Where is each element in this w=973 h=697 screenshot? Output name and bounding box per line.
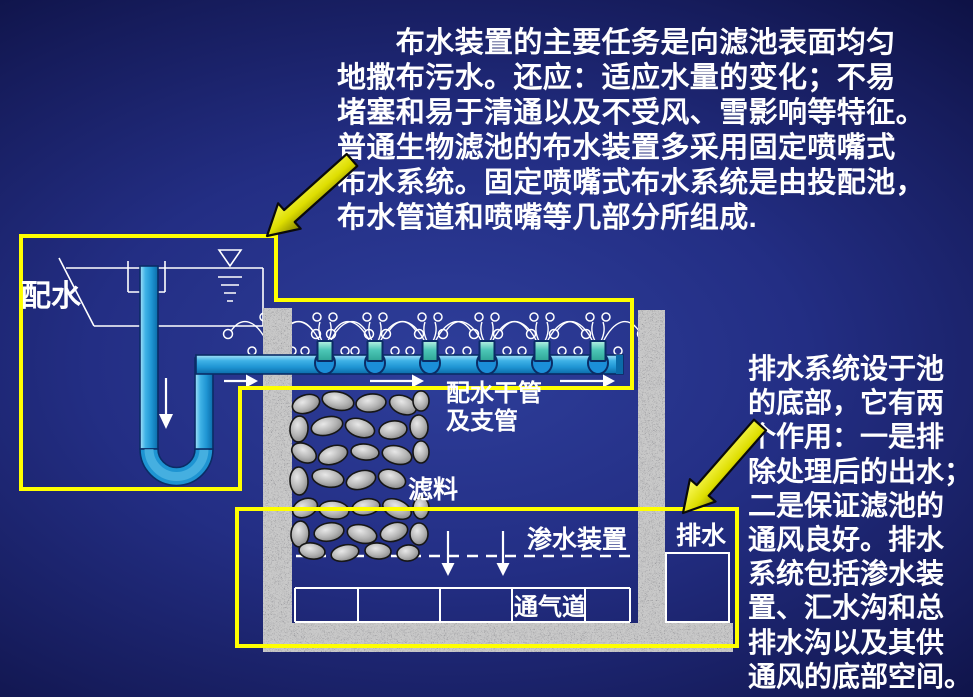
down-arrow-icon bbox=[496, 563, 510, 576]
flow-arrows bbox=[159, 374, 615, 576]
label-main-pipe-line1: 配水干管 bbox=[446, 379, 542, 407]
drainage-line: 除处理后的出水； bbox=[748, 455, 973, 487]
water-level-icon bbox=[217, 249, 243, 302]
nozzle-icon bbox=[314, 340, 336, 375]
drainage-line: 通风的底部空间。 bbox=[748, 660, 973, 692]
drainage-line: 排水系统设于池 bbox=[748, 353, 945, 384]
right-arrow-icon bbox=[246, 374, 258, 388]
nozzle-icon bbox=[364, 340, 386, 375]
highlight-outline-drainage-system bbox=[235, 507, 739, 648]
nozzle-icon bbox=[476, 340, 498, 375]
distribution-main-pipe bbox=[195, 354, 624, 375]
drainage-paragraph: 排水系统设于池 的底部，它有两 个作用：一是排 除处理后的出水； 二是保证滤池的… bbox=[748, 352, 973, 694]
drainage-line: 的底部，它有两 bbox=[748, 387, 945, 419]
drainage-line: 个作用：一是排 bbox=[748, 421, 945, 453]
callout-arrow-drainage-icon bbox=[681, 418, 768, 515]
callout-arrow-distribution-icon bbox=[265, 152, 359, 238]
vent-channels bbox=[294, 587, 631, 623]
right-arrow-icon bbox=[603, 374, 615, 388]
right-arrow-icon bbox=[412, 374, 424, 388]
down-arrow-icon bbox=[159, 414, 173, 429]
drainage-line: 置、汇水沟和总 bbox=[748, 592, 945, 624]
intro-line: 地撒布污水。还应：适应水量的变化；不易 bbox=[337, 62, 896, 94]
filter-media-stones bbox=[289, 390, 430, 563]
drain-opening bbox=[665, 552, 730, 623]
intro-line: 布水装置的主要任务是向滤池表面均匀 bbox=[337, 27, 896, 59]
drainage-line: 通风良好。排水 bbox=[748, 524, 945, 556]
drainage-line: 系统包括渗水装 bbox=[748, 558, 945, 590]
pipe-end-cap bbox=[616, 355, 623, 374]
highlight-outline-distribution-system bbox=[19, 234, 634, 491]
intro-line: 普通生物滤池的布水装置多采用固定喷嘴式 bbox=[337, 132, 896, 164]
drainage-line: 排水沟以及其供 bbox=[748, 626, 945, 658]
label-filter-media: 滤料 bbox=[408, 476, 458, 504]
nozzle-icon bbox=[419, 340, 441, 375]
nozzle-icon bbox=[587, 340, 609, 375]
drainage-line: 二是保证滤池的 bbox=[748, 489, 945, 521]
intro-line: 布水系统。固定喷嘴式布水系统是由投配池， bbox=[337, 167, 926, 199]
down-arrow-icon bbox=[441, 563, 455, 576]
intro-line: 布水管道和喷嘴等几部分所组成. bbox=[337, 202, 758, 234]
dosing-tank-outline bbox=[58, 249, 264, 327]
label-drainage: 排水 bbox=[676, 522, 727, 550]
intro-line: 堵塞和易于清通以及不受风、雪影响等特征。 bbox=[337, 97, 926, 129]
nozzle-icon bbox=[531, 340, 553, 375]
intro-paragraph: 布水装置的主要任务是向滤池表面均匀 地撒布污水。还应：适应水量的变化；不易 堵塞… bbox=[337, 26, 937, 236]
label-vent-channel: 通气道 bbox=[514, 593, 586, 621]
label-main-pipe-line2: 及支管 bbox=[446, 407, 518, 435]
siphon-pipe bbox=[139, 265, 214, 487]
label-seepage-device: 渗水装置 bbox=[527, 525, 627, 554]
label-distribution-pool: 配水 bbox=[21, 280, 82, 313]
